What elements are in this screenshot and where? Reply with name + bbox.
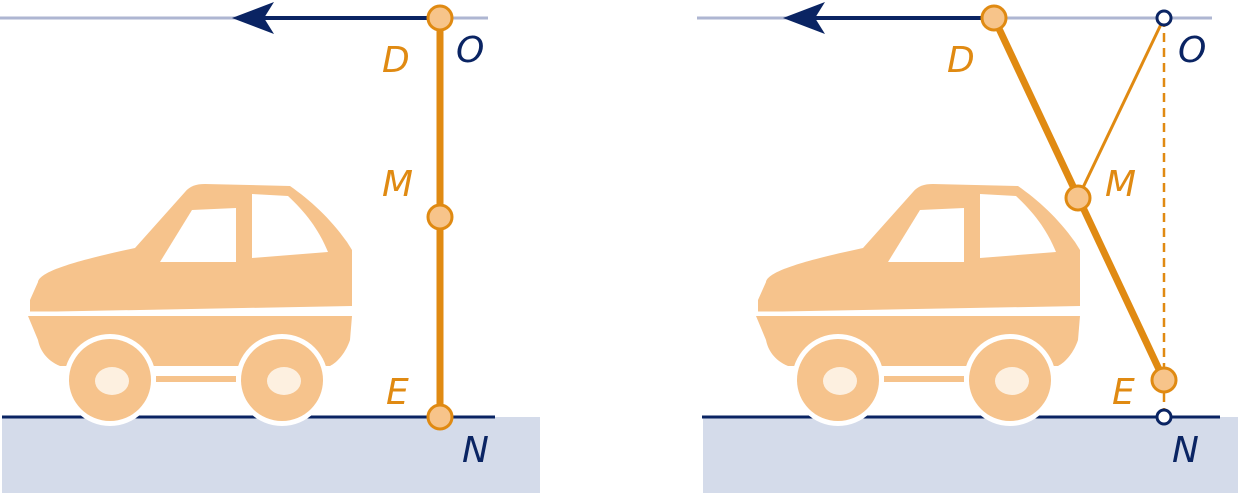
- left-panel: D O M E N: [0, 2, 540, 493]
- arrow-left-icon: [232, 2, 274, 34]
- joint-E: [1150, 366, 1178, 394]
- joint-M: [426, 203, 454, 231]
- ground-block: [703, 417, 1238, 493]
- label-O: O: [1178, 30, 1206, 71]
- joint-E: [426, 403, 454, 431]
- label-D: D: [382, 40, 410, 81]
- right-panel: D O M E N: [697, 2, 1238, 493]
- segment-OM: [1076, 17, 1166, 199]
- car-icon: [754, 182, 1082, 428]
- label-O: O: [456, 30, 484, 71]
- label-E: E: [386, 372, 409, 413]
- arrow-left-icon: [783, 2, 825, 34]
- point-O: [1155, 9, 1173, 27]
- label-D: D: [947, 40, 975, 81]
- label-E: E: [1112, 372, 1135, 413]
- car-icon: [26, 182, 354, 428]
- ground-block: [2, 417, 540, 493]
- joint-D: [426, 4, 454, 32]
- joint-M: [1064, 184, 1092, 212]
- label-N: N: [462, 430, 489, 471]
- label-M: M: [382, 164, 413, 205]
- label-M: M: [1105, 164, 1136, 205]
- point-N: [1155, 408, 1173, 426]
- label-N: N: [1172, 430, 1199, 471]
- joint-D: [980, 4, 1008, 32]
